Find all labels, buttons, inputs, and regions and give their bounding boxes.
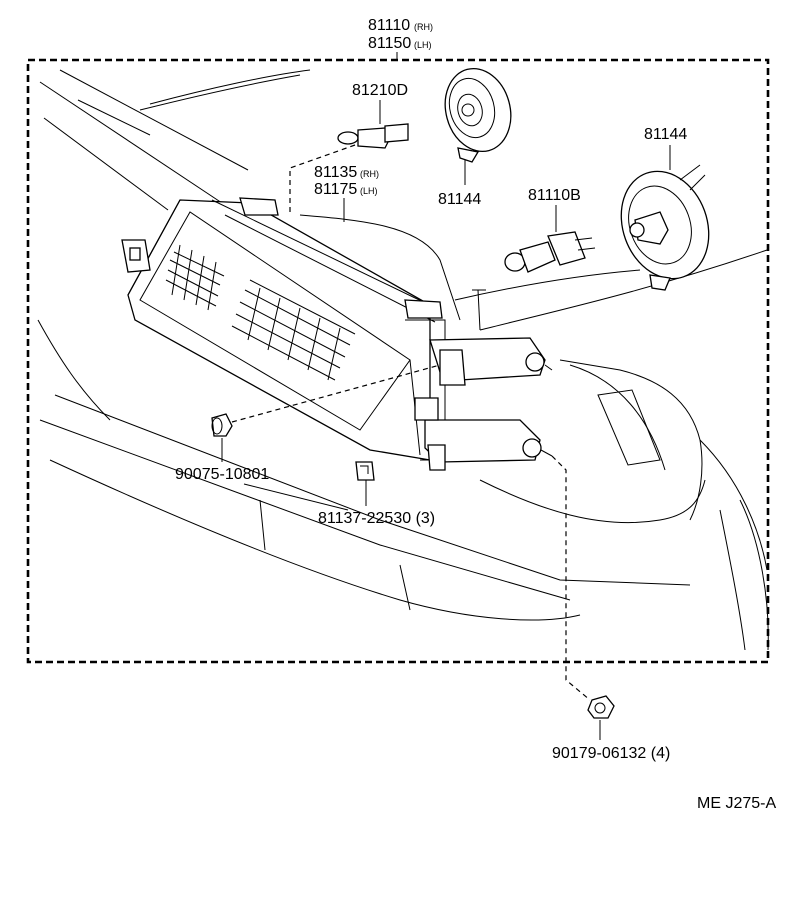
headlamp-unit	[121, 197, 486, 461]
clip-81137	[355, 461, 375, 506]
label-grommet: 90075-10801	[175, 466, 269, 483]
assembly-part-lh: 81150	[368, 35, 411, 52]
label-bulb-main: 81110B	[528, 187, 581, 204]
socket-cover-b	[620, 145, 710, 291]
upper-bracket	[429, 337, 553, 386]
assembly-tag-lh: (LH)	[414, 40, 432, 50]
nut-90179	[587, 695, 615, 740]
assembly-tag-rh: (RH)	[414, 22, 433, 32]
assembly-frame	[26, 58, 770, 664]
label-clip: 81137-22530 (3)	[318, 510, 435, 527]
label-bulb-small: 81210D	[352, 82, 408, 99]
label-unit-rh-tag: (RH)	[360, 169, 379, 179]
label-socket-cover-b: 81144	[644, 126, 687, 143]
assembly-part-rh: 81110	[368, 17, 410, 34]
label-nut: 90179-06132 (4)	[552, 745, 670, 762]
label-socket-cover-a: 81144	[438, 191, 481, 208]
lower-bracket	[414, 397, 553, 471]
lens-pattern	[165, 244, 356, 381]
bulb-81110b	[504, 205, 596, 273]
label-unit-rh: 81135	[314, 164, 357, 181]
label-headlamp-unit: 81135 (RH) 81175 (LH)	[314, 164, 379, 222]
car-body-outline	[37, 69, 769, 651]
bulb-81210d	[337, 100, 409, 149]
socket-cover-a	[444, 67, 512, 185]
assembly-label: 81110 (RH) 81150 (LH)	[368, 17, 433, 60]
figure-code: ME J275-A	[697, 795, 776, 812]
grommet-90075	[211, 413, 233, 462]
label-unit-lh-tag: (LH)	[360, 186, 378, 196]
label-unit-lh: 81175	[314, 181, 357, 198]
